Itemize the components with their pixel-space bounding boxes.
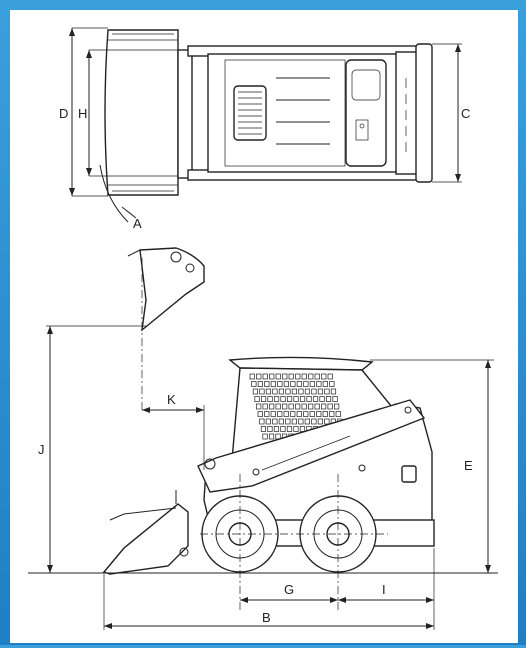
top-view [71, 27, 462, 223]
arrowhead [86, 168, 92, 176]
skid-steer-dimension-drawing: D H C A K J E G I B [28, 27, 498, 630]
arrowhead [142, 407, 150, 413]
label-g: G [284, 582, 294, 597]
label-e: E [464, 458, 473, 473]
arrowhead [47, 565, 53, 573]
arrowhead [104, 623, 112, 629]
arrowhead [426, 623, 434, 629]
label-a: A [133, 216, 142, 231]
arrowhead [330, 597, 338, 603]
dimension-arrowheads [47, 28, 491, 629]
arrowhead [240, 597, 248, 603]
arrowhead [47, 326, 53, 334]
arrowhead [455, 174, 461, 182]
label-c: C [461, 106, 470, 121]
label-h: H [78, 106, 87, 121]
label-j: J [38, 442, 45, 457]
label-k: K [167, 392, 176, 407]
arrowhead [196, 407, 204, 413]
label-b: B [262, 610, 271, 625]
arrowhead [338, 597, 346, 603]
arrowhead [455, 44, 461, 52]
raised-bucket [46, 247, 205, 410]
arrowhead [485, 360, 491, 368]
arrowhead [485, 565, 491, 573]
arrowhead [426, 597, 434, 603]
drawing-sheet: D H C A K J E G I B [10, 10, 518, 643]
label-d: D [59, 106, 68, 121]
arrowhead [69, 188, 75, 196]
arrowhead [69, 28, 75, 36]
arrowhead [86, 50, 92, 58]
side-view [28, 326, 498, 630]
label-i: I [382, 582, 386, 597]
